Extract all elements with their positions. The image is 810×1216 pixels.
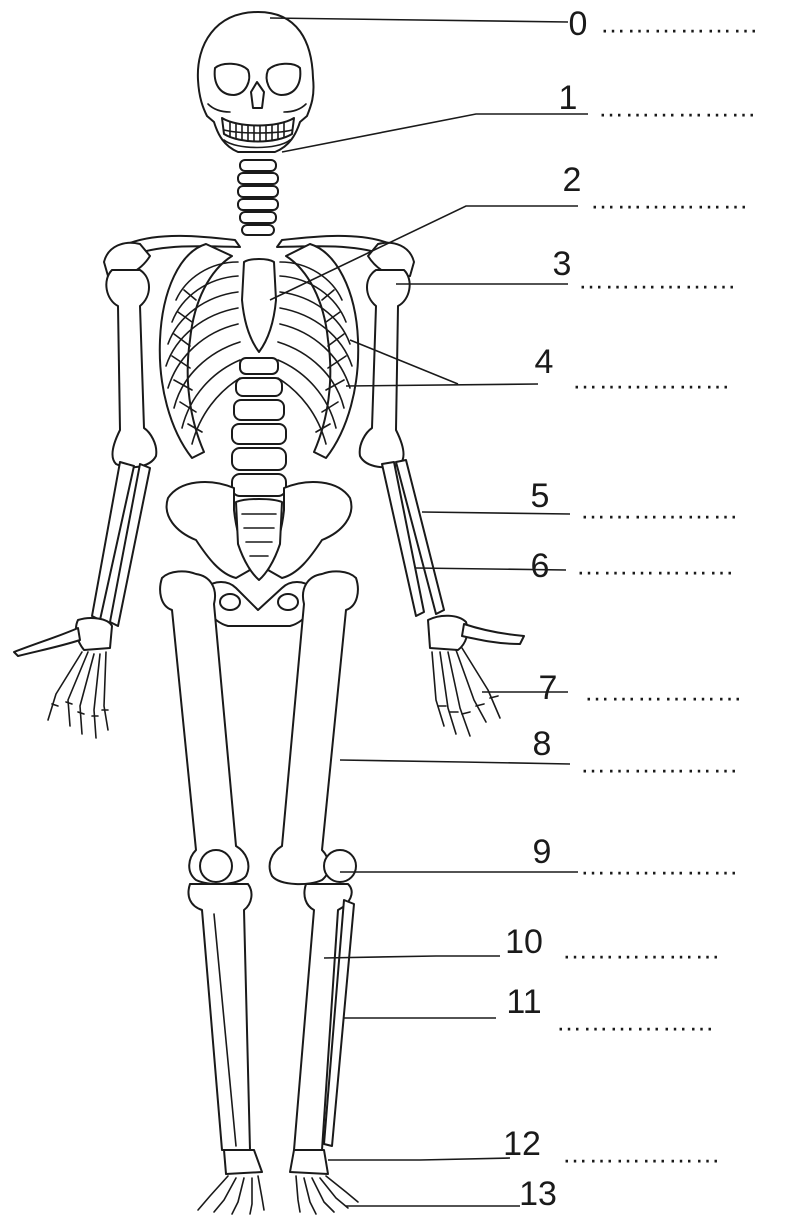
answer-blank-1[interactable]: ………………: [598, 94, 757, 120]
left-foot: [198, 1150, 264, 1214]
right-leg: [270, 571, 358, 1150]
answer-blank-10[interactable]: ………………: [562, 936, 721, 962]
answer-blank-6[interactable]: ………………: [576, 552, 735, 578]
answer-blank-7[interactable]: ………………: [584, 678, 743, 704]
answer-blank-12[interactable]: ………………: [562, 1140, 721, 1166]
left-leg: [160, 571, 251, 1150]
label-number-4: 4: [535, 345, 554, 379]
label-number-5: 5: [531, 479, 550, 513]
label-number-1: 1: [559, 81, 578, 115]
answer-blank-5[interactable]: ………………: [580, 496, 739, 522]
cervical-vertebrae: [238, 160, 278, 235]
answer-blank-2[interactable]: ………………: [590, 186, 749, 212]
leader-line-0: [270, 18, 568, 22]
leader-line-10: [324, 956, 500, 958]
answer-blank-8[interactable]: ………………: [580, 750, 739, 776]
leader-line-1: [282, 114, 588, 152]
right-arm: [360, 270, 444, 616]
answer-blank-3[interactable]: ………………: [578, 266, 737, 292]
left-hand: [14, 618, 112, 738]
label-number-3: 3: [553, 247, 572, 281]
skull: [198, 12, 314, 152]
leader-line-4a: [350, 340, 458, 384]
label-number-11: 11: [506, 985, 541, 1019]
left-arm: [92, 270, 156, 626]
right-hand: [428, 616, 524, 736]
leader-line-12: [328, 1158, 510, 1160]
answer-blank-0[interactable]: ………………: [600, 10, 759, 36]
label-number-2: 2: [563, 163, 582, 197]
label-number-0: 0: [569, 7, 588, 41]
label-number-7: 7: [539, 671, 558, 705]
label-number-8: 8: [533, 727, 552, 761]
label-number-13: 13: [519, 1177, 557, 1211]
label-number-10: 10: [505, 925, 543, 959]
lumbar-spine: [232, 358, 286, 496]
label-number-12: 12: [503, 1127, 541, 1161]
answer-blank-9[interactable]: ………………: [580, 852, 739, 878]
label-number-6: 6: [531, 549, 550, 583]
answer-blank-4[interactable]: ………………: [572, 366, 731, 392]
answer-blank-11[interactable]: ………………: [556, 1008, 715, 1034]
label-number-9: 9: [533, 835, 552, 869]
